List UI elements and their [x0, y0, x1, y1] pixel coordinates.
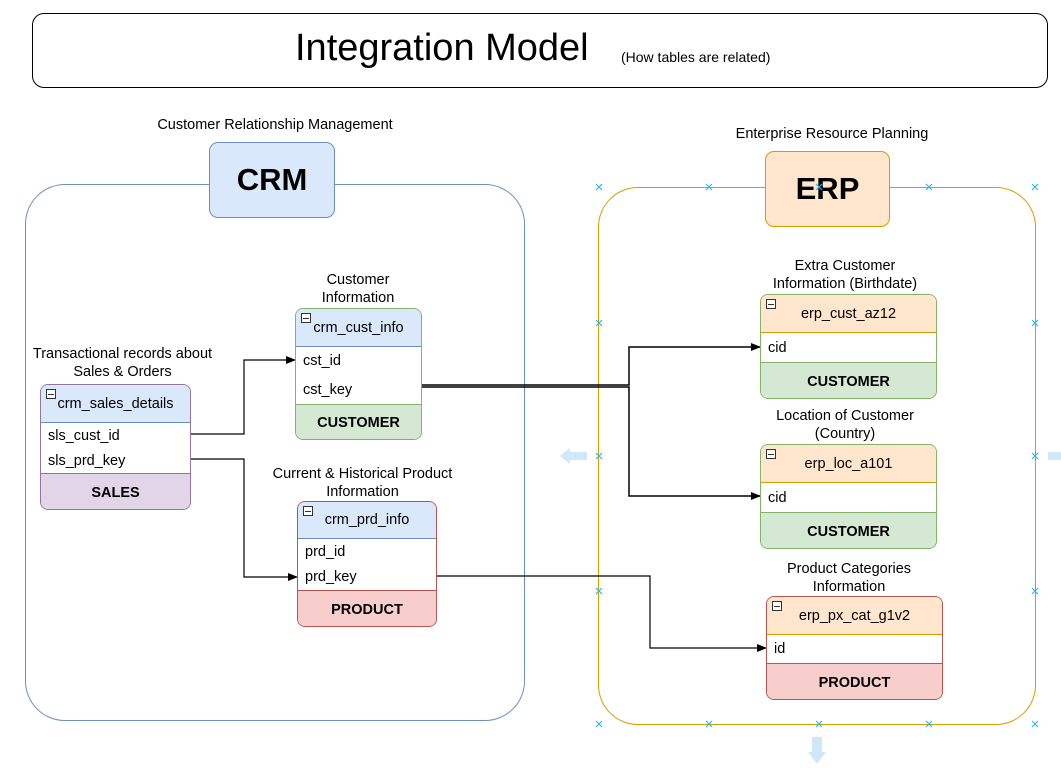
table-header[interactable]: erp_loc_a101 — [761, 445, 936, 483]
erp-px-cat-g1v2-table[interactable]: erp_px_cat_g1v2 id PRODUCT — [766, 596, 943, 700]
table-category-badge: PRODUCT — [767, 663, 942, 699]
table-field[interactable]: cid — [768, 339, 787, 356]
table-header[interactable]: crm_prd_info — [298, 502, 436, 539]
erp-selection-handles — [595, 183, 1039, 728]
collapse-icon[interactable] — [301, 313, 311, 323]
table-field[interactable]: id — [774, 641, 786, 657]
erp-loc-caption: Location of Customer (Country) — [776, 408, 914, 442]
crm-caption: Customer Relationship Management — [157, 117, 393, 133]
table-name: crm_prd_info — [324, 512, 410, 528]
table-category-badge: SALES — [41, 473, 190, 509]
table-category-badge: PRODUCT — [298, 590, 436, 626]
table-header[interactable]: erp_px_cat_g1v2 — [767, 597, 942, 635]
erp-header[interactable]: ERP — [765, 151, 890, 227]
table-header[interactable]: crm_sales_details — [41, 385, 190, 423]
table-field[interactable]: cid — [768, 489, 787, 506]
erp-px-caption: Product Categories Information — [786, 561, 912, 595]
edge-sales-to-cust — [191, 356, 296, 435]
table-field[interactable]: cst_id — [303, 353, 341, 369]
page-subtitle: (How tables are related) — [621, 49, 771, 65]
erp-cust-caption: Extra Customer Information (Birthdate) — [772, 258, 918, 292]
collapse-icon[interactable] — [303, 506, 313, 516]
collapse-icon[interactable] — [772, 601, 782, 611]
edge-sales-to-prd — [191, 458, 298, 581]
table-category-badge: CUSTOMER — [761, 362, 936, 398]
crm-header[interactable]: CRM — [209, 142, 335, 218]
table-field[interactable]: sls_cust_id — [48, 427, 120, 444]
table-field[interactable]: sls_prd_key — [48, 452, 126, 469]
table-name: erp_loc_a101 — [804, 455, 893, 472]
table-field[interactable]: cst_key — [303, 381, 353, 398]
table-name: crm_sales_details — [57, 395, 174, 412]
down-hover-arrow — [808, 737, 826, 764]
collapse-icon[interactable] — [766, 449, 776, 459]
collapse-icon[interactable] — [766, 299, 776, 309]
crm-prd-caption: Current & Historical Product Information — [272, 466, 453, 500]
table-field[interactable]: prd_key — [305, 569, 357, 585]
page-title: Integration Model — [295, 27, 589, 69]
title-box — [32, 13, 1048, 88]
table-name: erp_cust_az12 — [800, 305, 897, 322]
table-category-badge: CUSTOMER — [761, 512, 936, 548]
collapse-icon[interactable] — [46, 389, 56, 399]
table-name: erp_px_cat_g1v2 — [798, 607, 911, 624]
edge-prd-to-erp-px — [436, 575, 767, 652]
erp-cust-az12-table[interactable]: erp_cust_az12 cid CUSTOMER — [760, 294, 937, 399]
edge-cust-to-erp-cust — [420, 343, 761, 386]
table-category-badge: CUSTOMER — [296, 404, 421, 439]
crm-sales-caption: Transactional records about Sales & Orde… — [32, 346, 213, 380]
crm-sales-details-table[interactable]: crm_sales_details sls_cust_id sls_prd_ke… — [40, 384, 191, 510]
table-field[interactable]: prd_id — [305, 543, 346, 560]
edge-cust-to-erp-loc — [421, 386, 761, 500]
table-header[interactable]: crm_cust_info — [296, 309, 421, 347]
erp-caption: Enterprise Resource Planning — [735, 126, 929, 142]
table-name: crm_cust_info — [313, 319, 404, 336]
erp-loc-a101-table[interactable]: erp_loc_a101 cid CUSTOMER — [760, 444, 937, 549]
table-header[interactable]: erp_cust_az12 — [761, 295, 936, 333]
left-hover-arrow — [560, 448, 587, 464]
crm-prd-info-table[interactable]: crm_prd_info prd_id prd_key PRODUCT — [297, 501, 437, 627]
crm-cust-info-table[interactable]: crm_cust_info cst_id cst_key CUSTOMER — [295, 308, 422, 440]
right-hover-arrow — [1048, 452, 1061, 460]
crm-cust-caption: Customer Information — [321, 272, 395, 306]
